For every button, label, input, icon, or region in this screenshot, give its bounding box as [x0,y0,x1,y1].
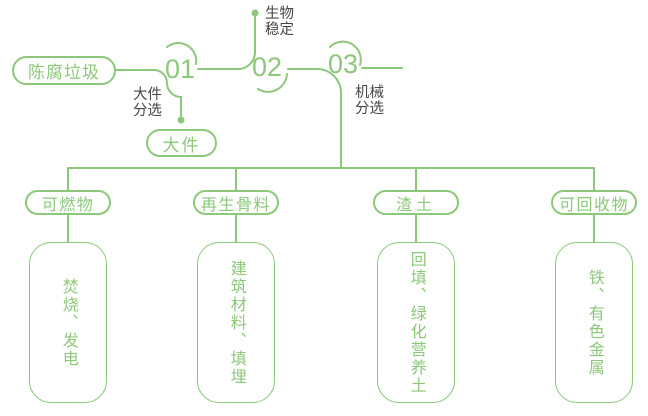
distribution-bar [67,167,595,191]
category-label: 再生骨料 [200,196,271,214]
category-label: 渣土 [395,196,436,214]
result-box-building-materials: 建筑材料、填埋 [197,242,275,403]
bulky-output-label: 大件 [162,135,201,155]
category-pill-recycled-aggregate: 再生骨料 [193,190,279,215]
result-text: 焚烧、发电 [59,277,77,368]
category-pill-slag-soil: 渣土 [373,190,459,215]
category-pill-recyclables: 可回收物 [551,190,637,215]
node-01-arc [166,42,198,65]
bulky-output-pill: 大件 [146,129,217,157]
result-text: 铁、有色金属 [585,268,603,377]
result-box-backfill: 回填、绿化营养土 [377,242,455,403]
node-02-arc [257,73,288,93]
source-label: 陈腐垃圾 [28,63,100,82]
node-03-arc [329,40,362,66]
node-02-upline [237,16,256,70]
source-pill: 陈腐垃圾 [12,56,116,85]
category-label: 可燃物 [41,196,95,214]
category-label: 可回收物 [558,196,629,214]
step-label-mechanical-sorting: 机械分选 [355,85,384,117]
result-box-metals: 铁、有色金属 [555,242,633,403]
step-number-03: 03 [327,49,359,79]
step-label-bulky-sorting: 大件分选 [133,87,162,119]
dot-bulky-output [177,116,185,124]
dot-bio-stabilize [251,9,259,17]
result-box-incineration: 焚烧、发电 [29,242,107,403]
flow-line-source-to-01 [115,69,182,117]
step-number-01: 01 [164,54,196,84]
result-text: 建筑材料、填埋 [227,259,245,386]
node-03-downline [316,68,342,169]
result-text: 回填、绿化营养土 [407,250,425,395]
category-pill-combustibles: 可燃物 [25,190,111,215]
step-number-02: 02 [251,52,283,82]
step-label-bio-stabilization: 生物稳定 [265,6,294,38]
